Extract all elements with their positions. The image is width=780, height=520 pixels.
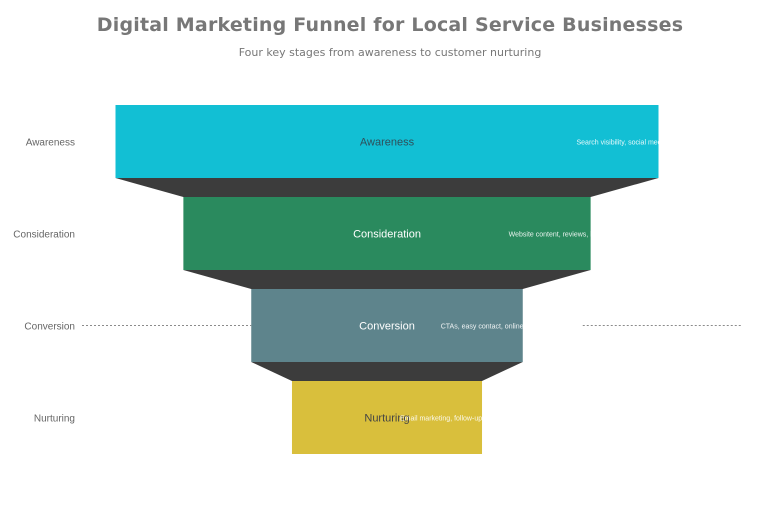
funnel-bar-conversion bbox=[251, 289, 523, 362]
funnel-bar-nurturing bbox=[291, 381, 483, 454]
funnel-bar-consideration bbox=[183, 197, 591, 270]
stage-description-nurturing: Email marketing, follow-ups, loyalty pro… bbox=[400, 416, 541, 423]
y-tick-label-nurturing: Nurturing bbox=[34, 414, 75, 425]
stage-description-conversion: CTAs, easy contact, online booking bbox=[441, 324, 550, 331]
chart-title: Digital Marketing Funnel for Local Servi… bbox=[96, 14, 684, 36]
y-tick-label-consideration: Consideration bbox=[13, 230, 75, 241]
stage-label-consideration: Consideration bbox=[353, 229, 421, 241]
connector-consideration-conversion bbox=[183, 270, 591, 289]
connector-conversion-nurturing bbox=[251, 362, 523, 381]
y-tick-label-awareness: Awareness bbox=[26, 138, 75, 149]
chart-subtitle: Four key stages from awareness to custom… bbox=[238, 46, 542, 59]
y-tick-label-conversion: Conversion bbox=[24, 322, 75, 333]
stage-label-conversion: Conversion bbox=[359, 321, 415, 333]
connector-awareness-consideration bbox=[115, 178, 659, 197]
stage-description-consideration: Website content, reviews, local listings bbox=[509, 232, 629, 239]
stage-description-awareness: Search visibility, social media, paid ad… bbox=[577, 140, 698, 147]
stage-label-nurturing: Nurturing bbox=[364, 413, 409, 425]
funnel-bar-awareness bbox=[115, 105, 659, 178]
stage-label-awareness: Awareness bbox=[360, 137, 415, 149]
